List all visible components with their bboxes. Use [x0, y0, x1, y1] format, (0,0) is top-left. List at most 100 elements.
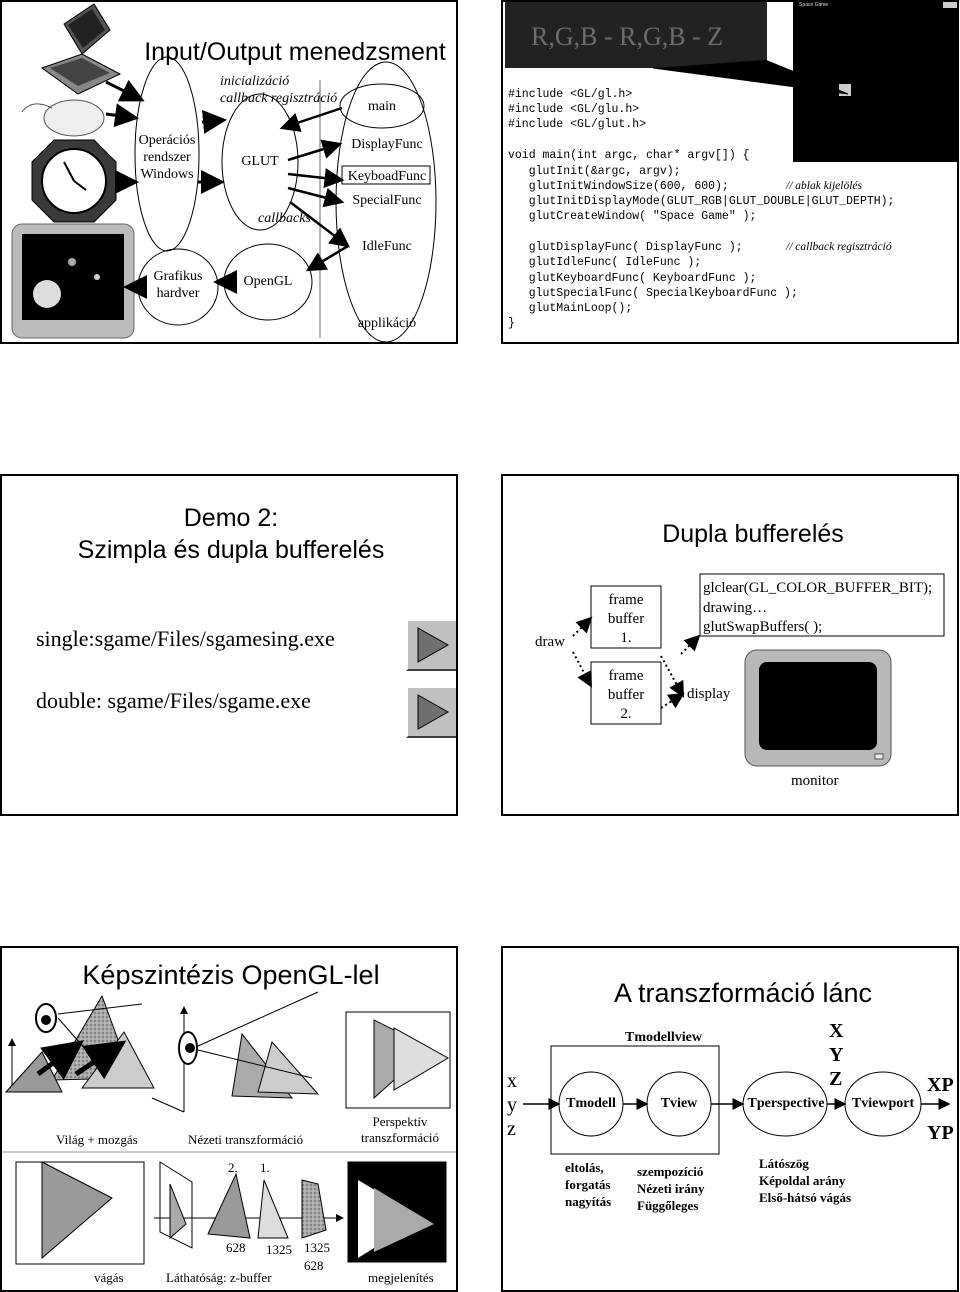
persp-desc-2: Képoldal arány — [759, 1173, 846, 1188]
slide6-diagram — [523, 1045, 951, 1155]
hw-label: Grafikus hardver — [153, 269, 203, 301]
os-label: Operációs rendszer Windows — [138, 133, 196, 182]
slide3-title-1: Demo 2: — [183, 504, 279, 532]
clipping-label: vágás — [94, 1270, 124, 1285]
idle-func-label: IdleFunc — [362, 239, 412, 254]
persp-desc-1: Látószög — [759, 1156, 809, 1171]
output-YP: YP — [927, 1122, 954, 1144]
clipping-panel — [15, 1161, 145, 1265]
slide4-title: Dupla bufferelés — [662, 520, 844, 548]
display-label: display — [687, 686, 731, 702]
output-XP: XP — [927, 1074, 954, 1096]
z-label-2: 2. — [228, 1160, 238, 1175]
mouse-icon — [21, 99, 105, 137]
zbuffer-panel — [154, 1161, 344, 1249]
code-comment: // ablak kijelölés — [786, 180, 863, 192]
slide-transform-chain: A transzformáció lánc x y z Tmodellview … — [501, 946, 959, 1292]
view-panel — [151, 991, 320, 1113]
code-line: #include <GL/glu.h> — [508, 103, 640, 116]
persp-label-2: transzformáció — [361, 1130, 439, 1145]
z-label-1: 1. — [260, 1160, 270, 1175]
code-line: #include <GL/gl.h> — [508, 88, 633, 101]
display-panel — [347, 1161, 447, 1263]
callback-reg-label: callback regisztráció — [220, 91, 338, 106]
world-Y: Y — [829, 1044, 844, 1066]
code-note-box — [699, 573, 945, 637]
fb1-line2: buffer — [607, 611, 645, 627]
game-window: Space Game — [793, 2, 957, 162]
fb2-line2: buffer — [607, 687, 645, 703]
main-ellipse — [339, 83, 425, 129]
keyboard-func-box — [341, 165, 431, 185]
code-line: glutInitDisplayMode(GLUT_RGB|GLUT_DOUBLE… — [508, 195, 895, 208]
single-demo-label: single:sgame/Files/sgamesing.exe — [36, 626, 335, 651]
code-note-line3: glutSwapBuffers( ); — [703, 619, 823, 635]
slide1-title: Input/Output menedzsment — [144, 38, 446, 66]
rgb-title-box — [505, 2, 767, 68]
monitor-image — [11, 223, 135, 339]
world-label: Világ + mozgás — [56, 1132, 138, 1147]
tviewport-label: Tviewport — [851, 1096, 915, 1111]
modelview-label: Tmodellview — [625, 1030, 702, 1045]
slide-code: R,G,B - R,G,B - Z Space Game #include <G… — [501, 0, 959, 344]
play-icon — [417, 694, 450, 730]
display-func-label: DisplayFunc — [351, 137, 423, 152]
game-window-title: Space Game — [799, 2, 829, 8]
fb1-line3: 1. — [620, 630, 632, 646]
code-line: glutSpecialFunc( SpecialKeyboardFunc ); — [508, 287, 798, 300]
clock-icon — [31, 139, 117, 223]
os-ellipse — [134, 56, 200, 252]
code-block: #include <GL/gl.h> #include <GL/glu.h> #… — [508, 88, 957, 338]
code-line: void main(int argc, char* argv[]) { — [508, 149, 750, 162]
init-label: inicializáció — [220, 74, 290, 89]
slide6-title: A transzformáció lánc — [613, 978, 873, 1008]
view-desc-2: Nézeti irány — [637, 1181, 705, 1196]
input-y: y — [507, 1094, 517, 1116]
fb2-line1: frame — [608, 668, 644, 684]
view-desc-3: Függőleges — [637, 1198, 699, 1213]
input-z: z — [507, 1118, 516, 1140]
world-panel — [4, 994, 155, 1093]
slide-demo2: Demo 2: Szimpla és dupla bufferelés sing… — [0, 474, 458, 816]
code-note-line2: drawing… — [703, 600, 768, 616]
slide-io-management: Input/Output menedzsment Operációs rends… — [0, 0, 458, 344]
code-line: glutIdleFunc( IdleFunc ); — [508, 256, 702, 269]
main-label: main — [368, 99, 396, 114]
view-label: Nézeti transzformáció — [188, 1132, 304, 1147]
code-line: glutCreateWindow( "Space Game" ); — [508, 210, 757, 223]
monitor-label: monitor — [791, 773, 839, 789]
slide-double-buffering: Dupla bufferelés draw frame buffer 1. fr… — [501, 474, 959, 816]
display-label: megjelenítés — [368, 1270, 434, 1285]
rgb-title: R,G,B - R,G,B - Z — [531, 22, 724, 51]
callbacks-label: callbacks — [258, 211, 311, 226]
slide-image-synthesis: Képszintézis OpenGL-lel — [0, 946, 458, 1292]
play-double-button[interactable] — [406, 686, 456, 738]
code-comment: // callback regisztráció — [786, 241, 892, 253]
game-window-titlebar — [943, 2, 957, 8]
input-x: x — [507, 1070, 517, 1092]
code-line: } — [508, 317, 515, 330]
perspective-panel — [345, 1011, 451, 1109]
modell-desc-3: nagyítás — [565, 1194, 612, 1209]
fb2-line3: 2. — [620, 706, 632, 722]
modell-desc-2: forgatás — [565, 1177, 611, 1192]
play-single-button[interactable] — [406, 619, 456, 671]
depth-628-b: 628 — [304, 1258, 324, 1273]
eye-icon — [35, 1003, 57, 1033]
tview-label: Tview — [660, 1096, 698, 1111]
callout-line — [652, 59, 849, 95]
frame-buffer-2-box — [590, 661, 662, 725]
code-note-line1: glclear(GL_COLOR_BUFFER_BIT); — [703, 580, 933, 596]
view-desc-1: szempozíció — [637, 1164, 704, 1179]
laptop-icon — [40, 3, 122, 95]
app-label: applikáció — [357, 316, 417, 331]
depth-1325-b: 1325 — [304, 1240, 330, 1255]
opengl-label: OpenGL — [243, 274, 293, 289]
play-icon — [417, 627, 450, 663]
slide1-graphics — [11, 3, 437, 342]
slide5-title: Képszintézis OpenGL-lel — [82, 960, 380, 990]
depth-628-a: 628 — [226, 1240, 246, 1255]
code-line: glutKeyboardFunc( KeyboardFunc ); — [508, 272, 757, 285]
slide3-title-2: Szimpla és dupla bufferelés — [77, 536, 385, 564]
code-line: #include <GL/glut.h> — [508, 118, 647, 131]
